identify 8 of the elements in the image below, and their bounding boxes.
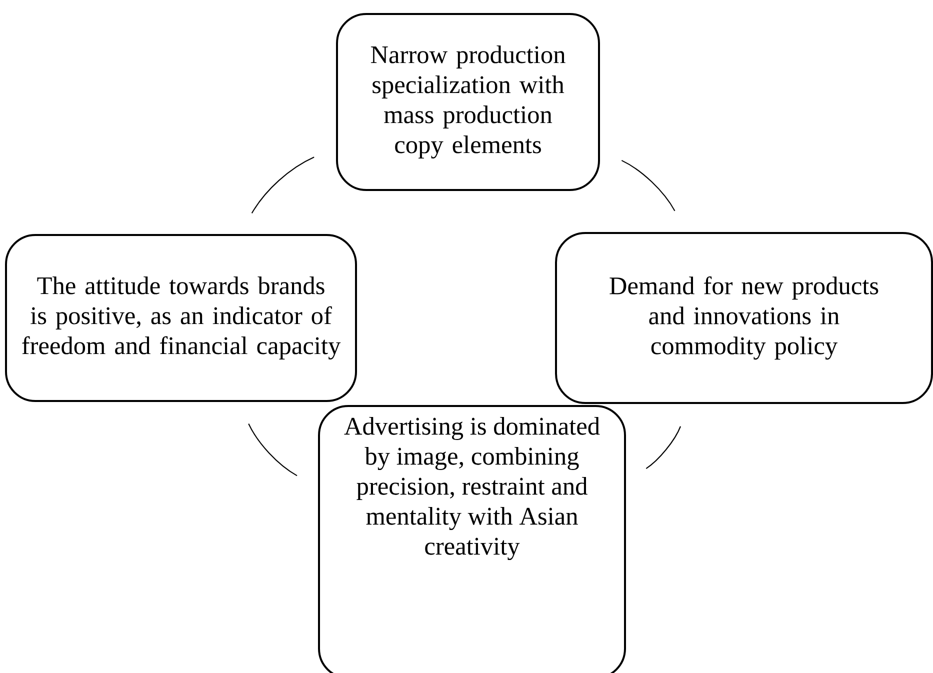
connector-arc: [621, 160, 676, 212]
rounded-box: Advertising is dominated by image, combining precision, restraint and mentality with Asian creativity: [318, 405, 626, 673]
connector-arc: [248, 424, 298, 476]
connector-arc: [646, 426, 681, 469]
connector-arc: [251, 156, 314, 214]
rounded-box: Narrow production specialization with mass production copy elements: [336, 13, 600, 191]
rounded-box: The attitude towards brands is positive, as an indicator of freedom and financial capacity: [5, 234, 357, 402]
rounded-box: Demand for new products and innovations in commodity policy: [555, 232, 933, 404]
